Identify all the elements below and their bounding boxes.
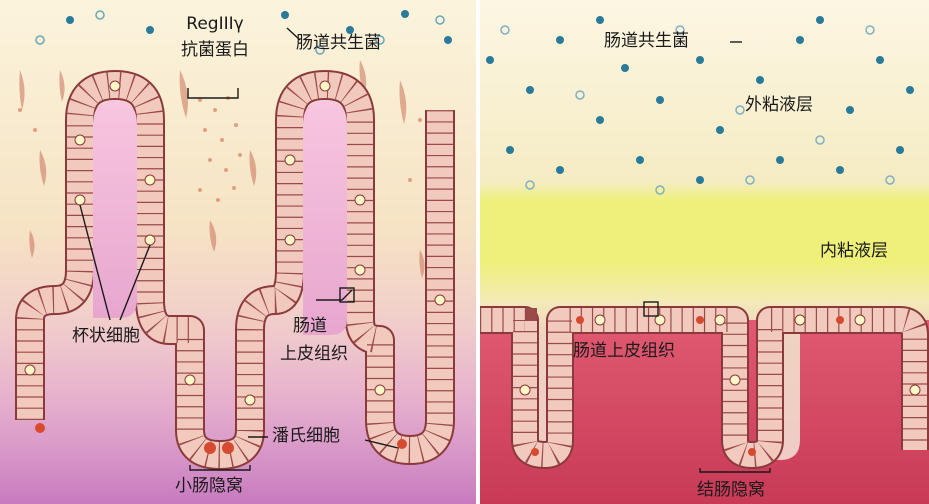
protein-desc-label: 抗菌蛋白 [165, 42, 265, 59]
inner-mucus-label: 内粘液层 [820, 243, 888, 260]
goblet-cell-label: 杯状细胞 [72, 328, 140, 345]
colon-crypt-label: 结肠隐窝 [697, 482, 765, 499]
outer-mucus-label: 外粘液层 [745, 97, 813, 114]
paneth-cell-label: 潘氏细胞 [272, 428, 340, 445]
protein-name-label: RegIIIγ [165, 16, 265, 33]
left-panel-art [0, 0, 476, 504]
small-intestine-epithelium-line1: 肠道 [293, 318, 327, 335]
left-commensal-label: 肠道共生菌 [296, 35, 381, 52]
right-commensal-label: 肠道共生菌 [604, 33, 689, 50]
panel-divider [476, 0, 480, 504]
small-intestine-epithelium-line2: 上皮组织 [280, 346, 348, 363]
small-intestine-crypt-label: 小肠隐窝 [175, 478, 243, 495]
colon-epithelium-label: 肠道上皮组织 [573, 343, 675, 360]
